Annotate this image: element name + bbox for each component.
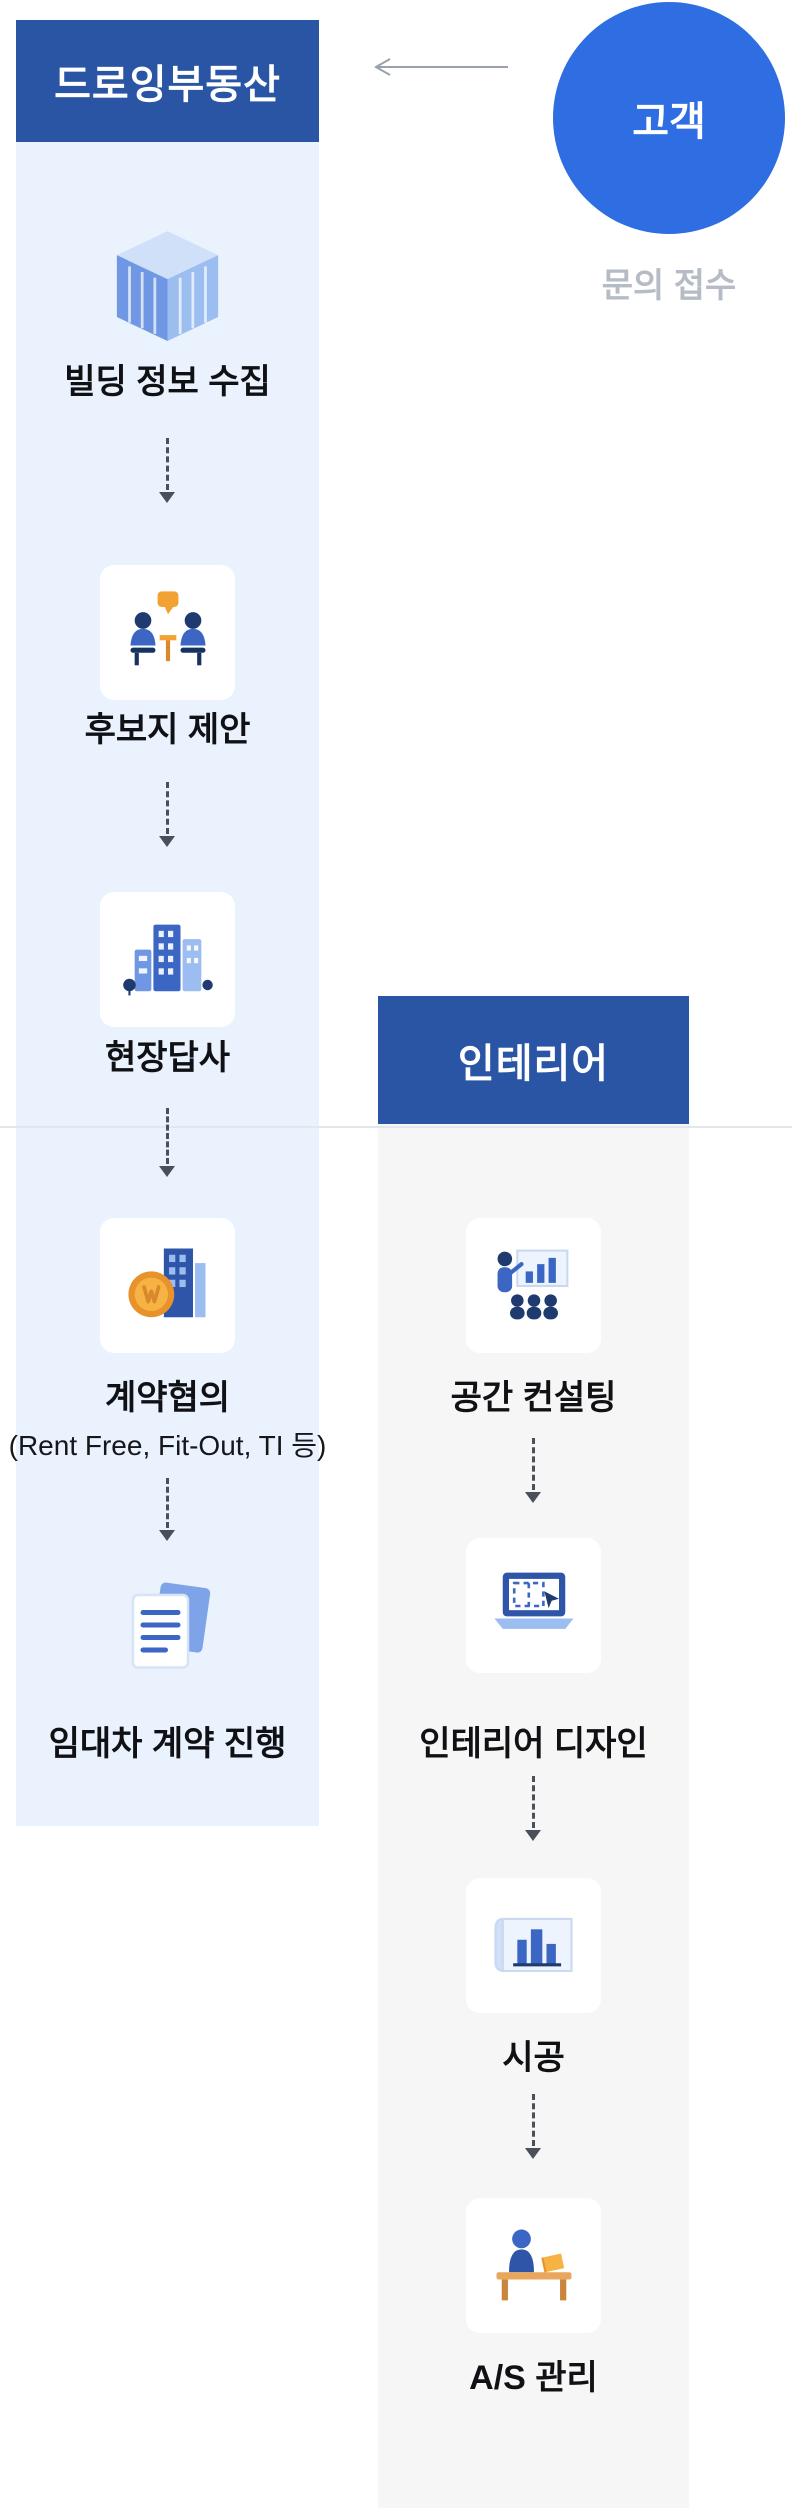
step-label-interior-design: 인테리어 디자인 [419,1725,648,1763]
step-label-building-info: 빌딩 정보 수집 [64,363,271,401]
arrow-left-icon [366,56,512,83]
flow-arrow-down [521,2094,545,2159]
flow-arrow-down [155,782,179,847]
step-label-construction: 시공 [502,2039,565,2077]
step-label-space-consulting: 공간 컨설팅 [450,1379,617,1417]
customer-circle: 고객 [553,2,785,234]
step-label-site-visit: 현장답사 [104,1039,231,1077]
meeting-icon [100,565,235,700]
section-divider [0,1126,792,1128]
interior-header: 인테리어 [378,996,689,1124]
step-sublabel-contract-terms: (Rent Free, Fit-Out, TI 등) [8,1430,327,1461]
contract-coin-icon [100,1218,235,1353]
construction-icon [466,1878,601,2013]
inquiry-note: 문의 접수 [601,267,737,305]
lease-documents-icon [100,1562,235,1697]
interior-design-icon [466,1538,601,1673]
site-visit-icon [100,892,235,1027]
step-label-lease-contract: 임대차 계약 진행 [48,1725,287,1763]
flow-arrow-down [521,1776,545,1841]
flow-arrow-down [521,1438,545,1503]
after-service-icon [466,2198,601,2333]
step-label-after-service: A/S 관리 [469,2359,598,2397]
interior-title: 인테리어 [457,1042,610,1086]
step-label-candidate-proposal: 후보지 제안 [84,711,251,749]
flow-arrow-down [155,438,179,503]
step-label-contract-negotiation: 계약협의 [104,1379,231,1417]
flow-arrow-down [155,1478,179,1541]
realestate-title: 드로잉부동산 [54,63,281,107]
space-consulting-icon [466,1218,601,1353]
customer-label: 고객 [632,100,706,144]
building-info-icon [100,220,235,355]
realestate-header: 드로잉부동산 [16,20,319,142]
flow-arrow-down [155,1108,179,1177]
